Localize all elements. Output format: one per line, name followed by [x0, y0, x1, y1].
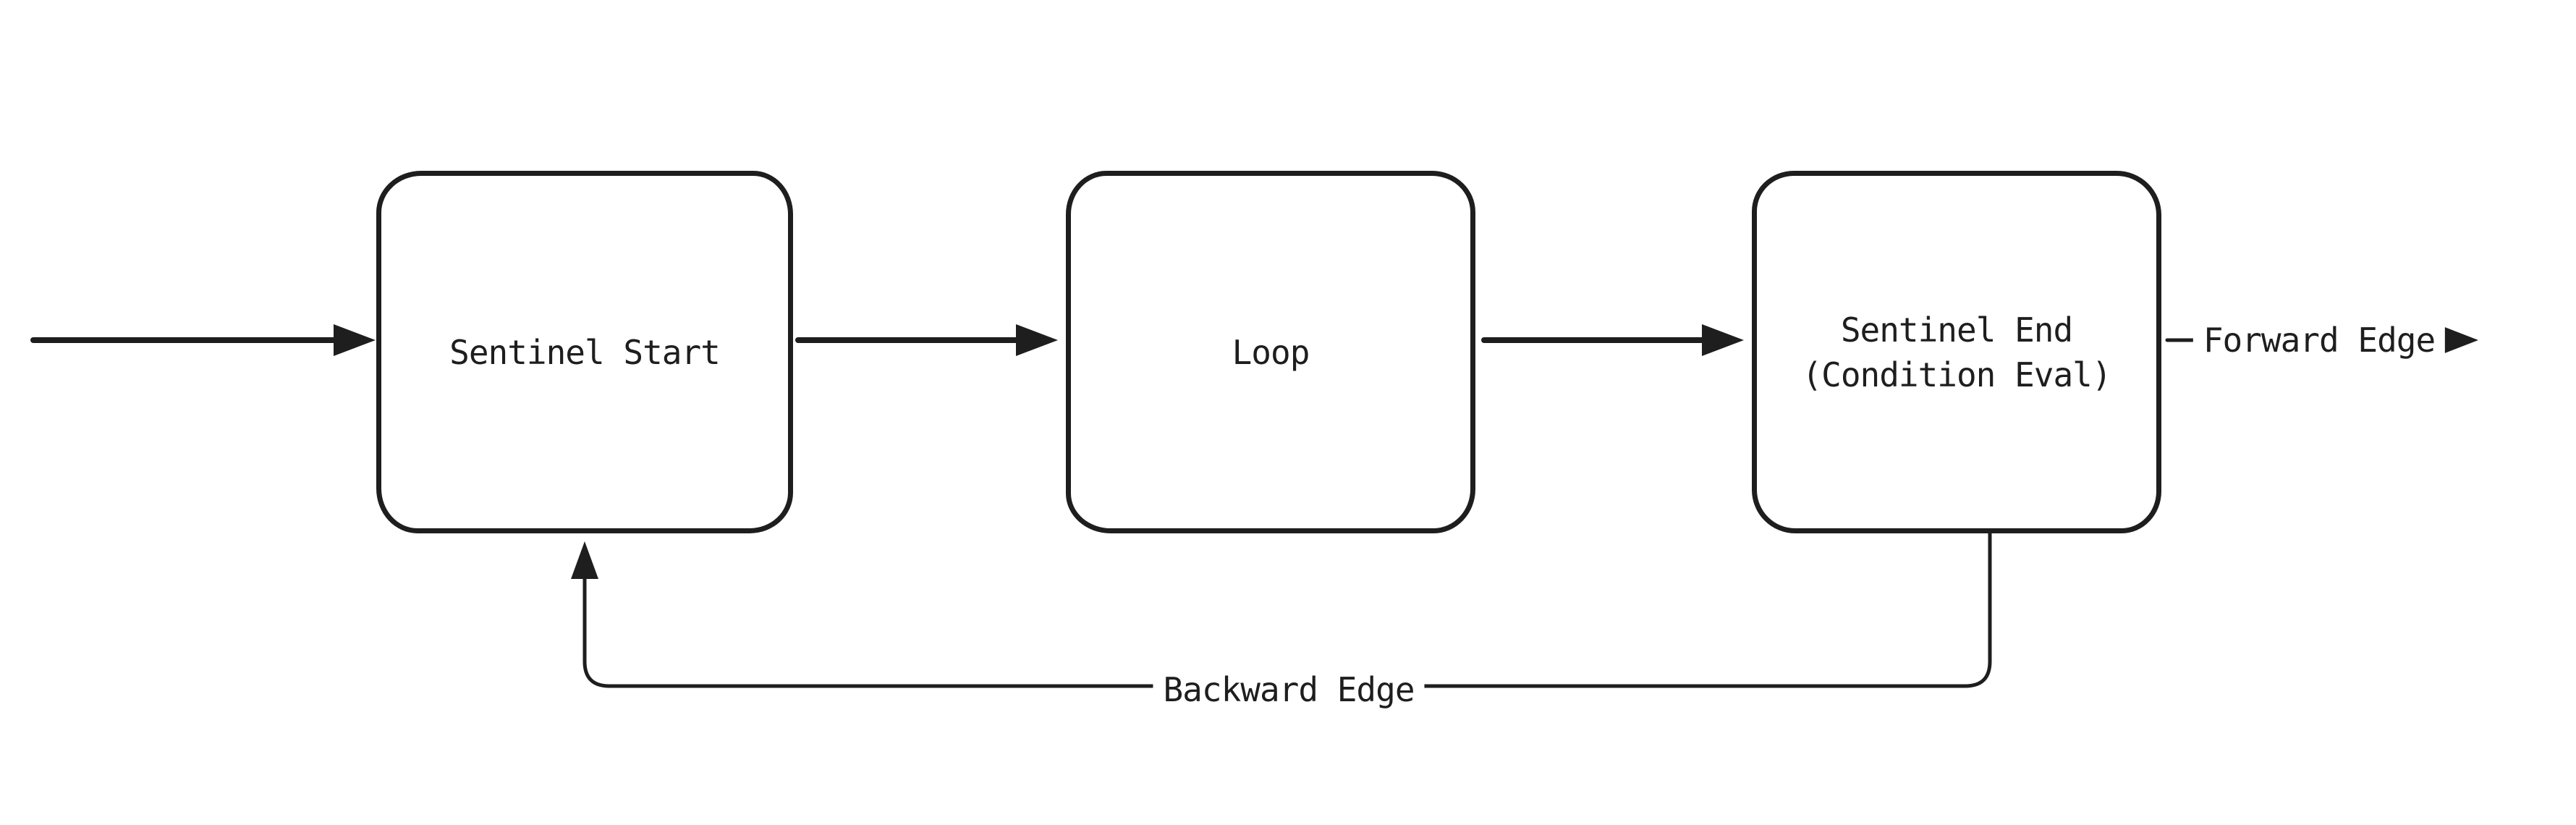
arrowhead-icon — [1702, 324, 1744, 356]
arrowhead-icon — [571, 541, 598, 579]
start-to-loop-arrow — [795, 324, 1058, 356]
backward-edge-path — [582, 531, 1992, 688]
entry-arrow — [30, 324, 376, 356]
node-label: Loop — [1232, 332, 1310, 372]
forward-edge-label: Forward Edge — [2192, 319, 2446, 361]
node-sentinel-start: Sentinel Start — [376, 171, 793, 533]
arrowhead-icon — [334, 324, 376, 356]
node-sentinel-end: Sentinel End (Condition Eval) — [1752, 171, 2161, 533]
backward-edge-label: Backward Edge — [1153, 669, 1425, 711]
node-label: (Condition Eval) — [1802, 355, 2111, 394]
arrowhead-icon — [1016, 324, 1058, 356]
backward-edge-arrow — [571, 531, 1992, 688]
node-loop: Loop — [1066, 171, 1475, 533]
loop-to-end-arrow — [1481, 324, 1744, 356]
node-label: Sentinel Start — [449, 332, 721, 372]
arrowhead-icon — [2443, 326, 2478, 354]
node-label: Sentinel End — [1840, 310, 2073, 350]
